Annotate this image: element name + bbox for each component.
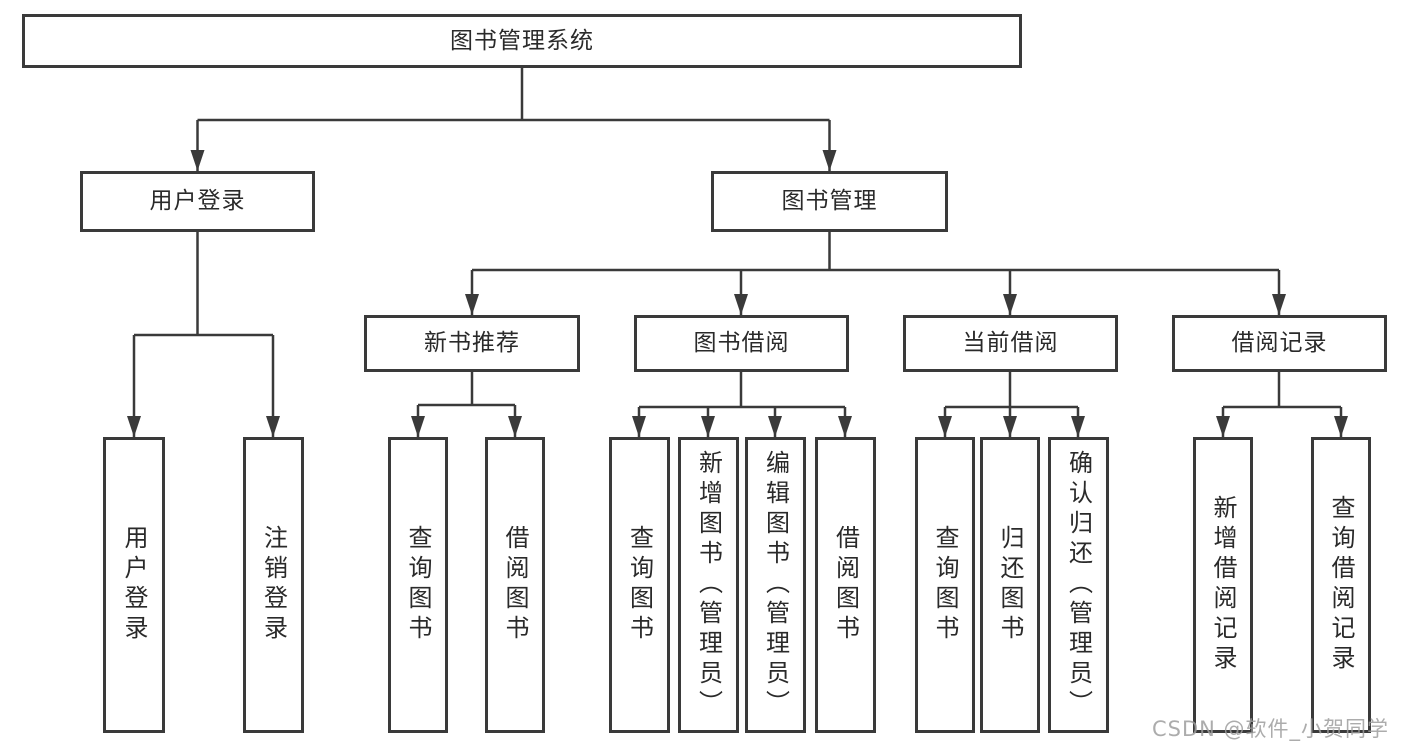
- csdn-watermark: CSDN @软件_小贺同学: [1152, 717, 1390, 741]
- node-leaf-add-borrow-record: 新增借阅记录: [1193, 437, 1253, 733]
- node-leaf-return-books: 归还图书: [980, 437, 1040, 733]
- node-leaf-user-login: 用户登录: [103, 437, 165, 733]
- node-root-system: 图书管理系统: [22, 14, 1022, 68]
- node-book-management-branch: 图书管理: [711, 171, 948, 232]
- node-borrow-records: 借阅记录: [1172, 315, 1387, 372]
- node-leaf-logout: 注销登录: [243, 437, 304, 733]
- node-leaf-query-books-borrow: 查询图书: [609, 437, 670, 733]
- node-leaf-query-books-current: 查询图书: [915, 437, 975, 733]
- node-leaf-borrow-books-recommend: 借阅图书: [485, 437, 545, 733]
- node-book-borrow: 图书借阅: [634, 315, 849, 372]
- node-leaf-borrow-books: 借阅图书: [815, 437, 876, 733]
- node-leaf-query-borrow-record: 查询借阅记录: [1311, 437, 1371, 733]
- node-leaf-add-books-admin: 新增图书（管理员）: [678, 437, 739, 733]
- node-current-borrow: 当前借阅: [903, 315, 1118, 372]
- node-leaf-edit-books-admin: 编辑图书（管理员）: [745, 437, 806, 733]
- node-leaf-query-books-recommend: 查询图书: [388, 437, 448, 733]
- node-user-login-branch: 用户登录: [80, 171, 315, 232]
- node-new-book-recommend: 新书推荐: [364, 315, 580, 372]
- node-leaf-confirm-return-admin: 确认归还（管理员）: [1048, 437, 1109, 733]
